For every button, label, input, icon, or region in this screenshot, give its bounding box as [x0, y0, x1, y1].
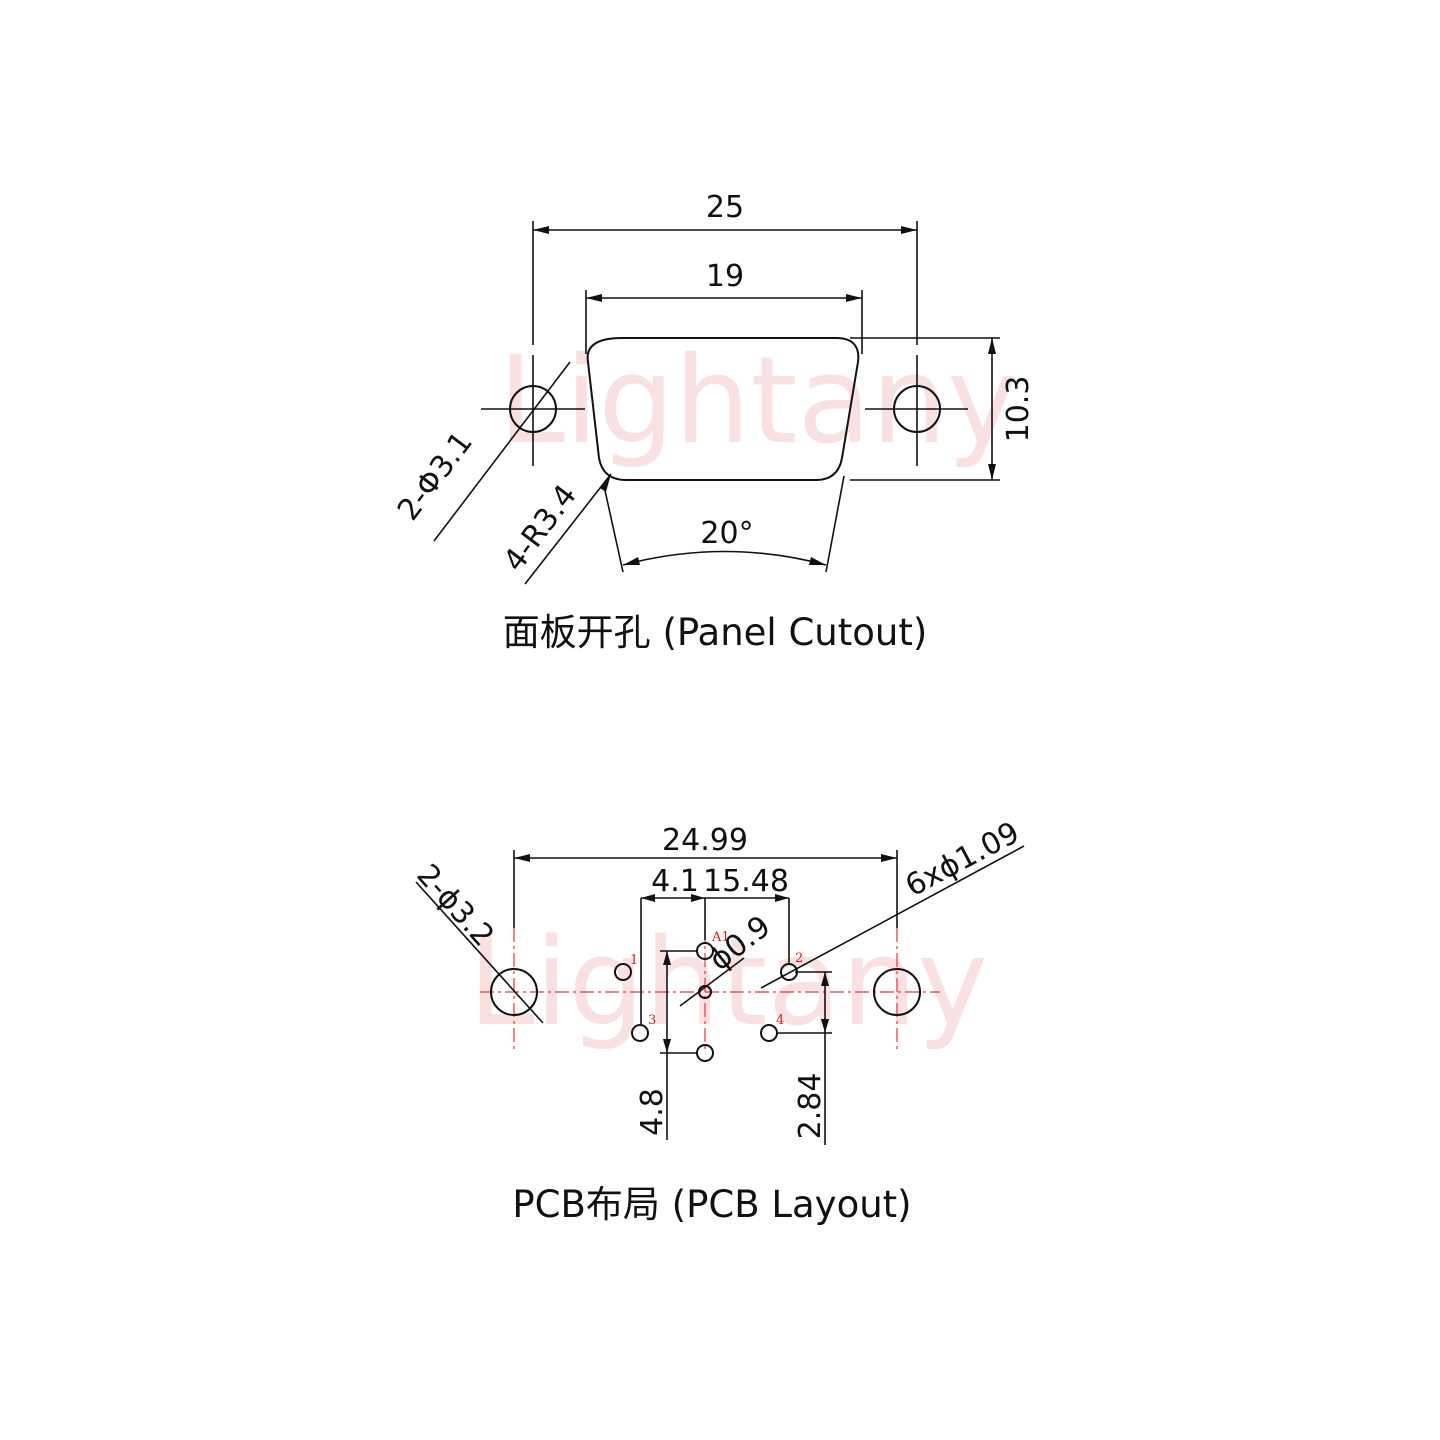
dim-pcb-overall-width: 24.99 — [662, 823, 748, 858]
dim-vertical-a: 4.8 — [635, 1088, 670, 1136]
leader-hole-diameter — [433, 361, 571, 542]
dim-angle: 20° — [700, 516, 753, 551]
pin-hole-1 — [614, 963, 632, 981]
dim-pin-holes: 6xϕ1.09 — [900, 815, 1025, 904]
pin-label-a1: A1 — [711, 930, 730, 945]
leader-corner-radius — [524, 473, 612, 585]
pin-label-4: 4 — [776, 1013, 784, 1028]
leader-mount-hole — [415, 881, 544, 1024]
pin-hole-3 — [631, 1024, 649, 1042]
dim-pitch-a: 4.1 — [651, 864, 699, 899]
leader-pin-holes — [760, 845, 1025, 989]
pcb-left-mount-hole — [490, 968, 538, 1016]
pcb-caption: PCB布局 (PCB Layout) — [512, 1183, 911, 1226]
leader-center-hole — [679, 957, 745, 1007]
dim-arc-angle — [622, 550, 827, 566]
pin-label-1: 1 — [630, 953, 638, 968]
dim-hole-diameter: 2-Φ3.1 — [391, 425, 480, 527]
dim-mount-hole: 2-ϕ3.2 — [409, 858, 500, 954]
watermark-top: Lightany — [498, 332, 1018, 471]
panel-d-opening — [586, 337, 860, 481]
watermark-bottom: Lightany — [468, 914, 988, 1053]
pin-hole-4 — [760, 1024, 778, 1042]
pcb-right-mount-hole — [873, 968, 921, 1016]
dim-vertical-b: 2.84 — [793, 1073, 828, 1140]
dim-height: 10.3 — [1001, 376, 1036, 443]
dim-pitch-b: 15.48 — [703, 864, 789, 899]
pin-label-3: 3 — [648, 1013, 656, 1028]
pin-label-2: 2 — [795, 951, 803, 966]
dim-opening-width: 19 — [706, 259, 744, 294]
panel-caption: 面板开孔 (Panel Cutout) — [503, 611, 928, 654]
dim-overall-width: 25 — [706, 190, 744, 225]
